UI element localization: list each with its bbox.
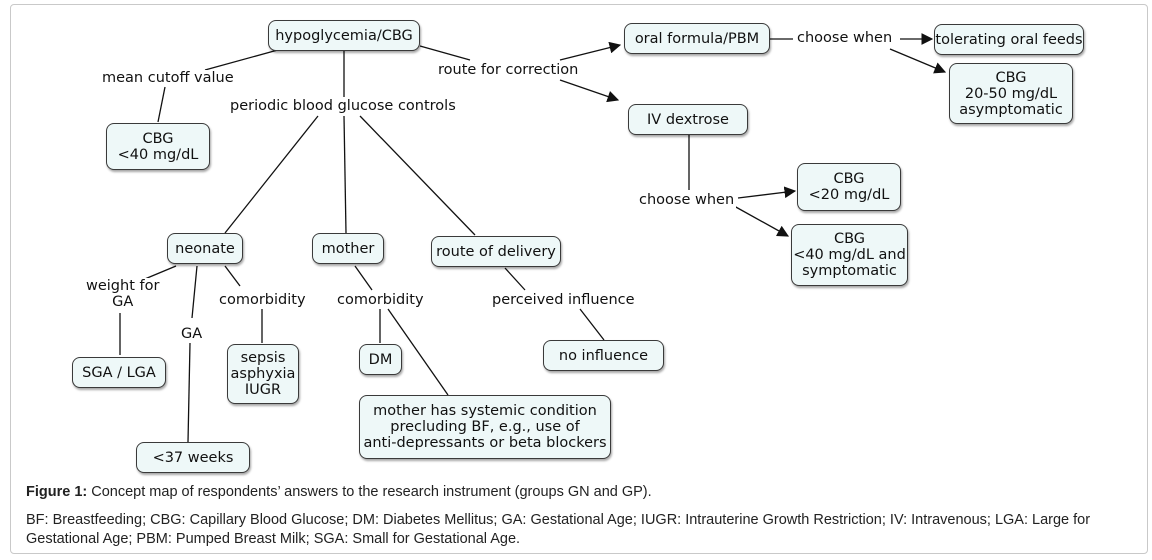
edge-choose-cbg2050	[889, 48, 947, 74]
figure-label: Figure 1:	[26, 484, 88, 500]
node-hypoglycemia-cbg: hypoglycemia/CBG	[268, 20, 420, 51]
node-systemic-condition: mother has systemic condition precluding…	[359, 395, 611, 459]
edge-periodic-route	[359, 115, 476, 236]
abbreviations-note: BF: Breastfeeding; CBG: Capillary Blood …	[26, 512, 1091, 547]
label-ga: GA	[179, 326, 205, 342]
figure-caption-text: Concept map of respondents’ answers to t…	[87, 484, 652, 500]
node-cbg-below-40: CBG <40 mg/dL	[106, 123, 210, 170]
label-route-correction: route for correction	[436, 62, 581, 78]
label-periodic-controls: periodic blood glucose controls	[228, 98, 458, 114]
node-dm: DM	[359, 344, 402, 375]
edge-perceived-noinfluence	[579, 308, 605, 341]
edge-neonate-comorbidity	[224, 265, 241, 287]
node-mother: mother	[312, 233, 384, 264]
node-route-of-delivery: route of delivery	[431, 236, 561, 267]
label-choose-when-oral: choose when	[795, 30, 895, 46]
edge-ga-weeks	[187, 342, 191, 443]
label-comorbidity-neonate: comorbidity	[217, 292, 308, 308]
edge-periodic-neonate	[224, 115, 319, 234]
node-cbg-below-40-symptomatic: CBG <40 mg/dL and symptomatic	[791, 224, 908, 286]
edge-cutoff-cbg40	[157, 86, 166, 123]
edge-comorbidity-systemic	[387, 308, 449, 396]
edge-correction-oral	[559, 41, 622, 61]
figure-frame	[10, 4, 1148, 554]
node-sga-lga: SGA / LGA	[72, 357, 166, 388]
label-choose-when-iv: choose when	[637, 192, 737, 208]
label-mean-cutoff: mean cutoff value	[100, 70, 236, 86]
node-cbg-below-20: CBG <20 mg/dL	[797, 163, 901, 211]
edge-periodic-mother	[343, 115, 347, 234]
node-no-influence: no influence	[543, 340, 664, 371]
node-tolerating-oral-feeds: tolerating oral feeds	[934, 24, 1084, 55]
edge-choose-cbg40sym	[733, 205, 790, 237]
figure-caption: Figure 1: Concept map of respondents’ an…	[26, 484, 1136, 500]
label-comorbidity-mother: comorbidity	[335, 292, 426, 308]
edge-neonate-ga	[191, 265, 198, 319]
node-cbg-20-50: CBG 20-50 mg/dL asymptomatic	[949, 63, 1073, 124]
edge-choose-cbg20	[737, 186, 797, 199]
node-neonate: neonate	[167, 233, 243, 264]
label-perceived-influence: perceived influence	[490, 292, 637, 308]
node-iv-dextrose: IV dextrose	[628, 104, 748, 135]
edge-root-cutoff	[204, 47, 286, 71]
label-weight-ga: weight for GA	[84, 278, 162, 310]
edge-correction-iv	[559, 79, 620, 103]
node-below-37-weeks: <37 weeks	[136, 442, 250, 473]
edge-root-correction	[419, 45, 471, 61]
edge-mother-comorbidity	[354, 265, 373, 291]
node-oral-formula-pbm: oral formula/PBM	[624, 23, 770, 54]
edge-route-perceived	[504, 267, 526, 291]
node-sepsis-asphyxia-iugr: sepsis asphyxia IUGR	[227, 344, 299, 404]
